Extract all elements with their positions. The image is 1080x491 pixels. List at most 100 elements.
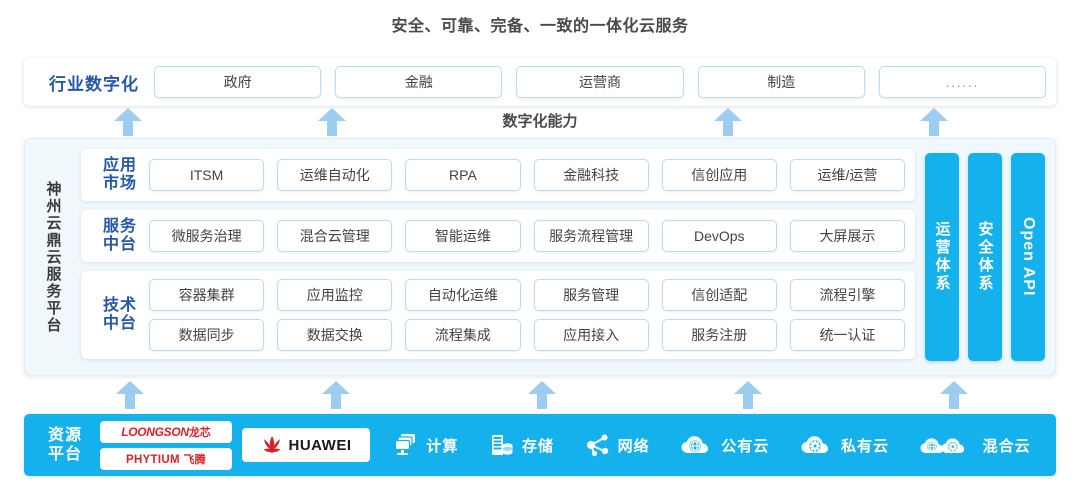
platform-row-label-app-market: 应用 市场 <box>91 157 149 194</box>
resource-item-hybrid-cloud[interactable]: 混合云 <box>920 433 1031 457</box>
capability-cell-rpa[interactable]: RPA <box>405 159 521 191</box>
loongson-logo: LOONGSON龙芯 <box>100 420 232 443</box>
capability-cell-ops-automation[interactable]: 运维自动化 <box>277 159 393 191</box>
industry-cell-manufacturing[interactable]: 制造 <box>697 66 865 98</box>
capability-cell-container-cluster[interactable]: 容器集群 <box>149 279 265 311</box>
loongson-logo-text: LOONGSON龙芯 <box>121 424 211 439</box>
phytium-logo-text: PHYTIUM 飞腾 <box>126 453 206 466</box>
resource-item-private-cloud[interactable]: 私有云 <box>800 433 889 457</box>
capability-cell-service-process-mgmt[interactable]: 服务流程管理 <box>533 220 649 252</box>
arrow-strip-bottom <box>0 381 1080 411</box>
up-arrow-icon <box>116 381 144 409</box>
capability-cell-intelligent-ops[interactable]: 智能运维 <box>405 220 521 252</box>
industry-cell-finance[interactable]: 金融 <box>335 66 503 98</box>
resource-item-label: 私有云 <box>840 437 889 455</box>
resource-item-label: 混合云 <box>982 437 1031 455</box>
up-arrow-icon <box>734 381 762 409</box>
row-label-line-2: 市场 <box>102 175 137 192</box>
side-column-open-api[interactable]: Open API <box>1011 153 1045 361</box>
capability-cell-xinchuang-app[interactable]: 信创应用 <box>661 159 777 191</box>
capability-cell-service-registry[interactable]: 服务注册 <box>661 319 777 351</box>
resource-item-compute[interactable]: 计算 <box>393 432 458 458</box>
public-cloud-icon <box>681 436 709 453</box>
capability-cell-data-exchange[interactable]: 数据交换 <box>277 319 393 351</box>
side-column-security-system[interactable]: 安全体系 <box>968 153 1002 361</box>
row-label-line-2: 中台 <box>102 315 137 332</box>
up-arrow-icon <box>322 381 350 409</box>
resource-label-line-2: 平台 <box>47 446 82 463</box>
capability-cell-process-integration[interactable]: 流程集成 <box>405 319 521 351</box>
platform-row-tech-midend: 技术 中台 容器集群 应用监控 自动化运维 服务管理 信创适配 流程引擎 <box>81 271 915 359</box>
row-label-line-2: 中台 <box>102 236 137 253</box>
platform-row-cells: 容器集群 应用监控 自动化运维 服务管理 信创适配 流程引擎 数据同步 数据交换… <box>149 279 906 351</box>
platform-row-cells: ITSM 运维自动化 RPA 金融科技 信创应用 运维/运营 <box>149 159 906 191</box>
resource-label-line-1: 资源 <box>47 426 82 444</box>
industry-cell-more[interactable]: ...... <box>878 66 1047 98</box>
resource-platform-bar: 资源 平台 LOONGSON龙芯 PHYTIUM 飞腾 HUAWEI <box>24 414 1056 476</box>
side-column-operations-system[interactable]: 运营体系 <box>925 153 959 361</box>
platform-body: 应用 市场 ITSM 运维自动化 RPA 金融科技 信创应用 运维/运营 <box>81 139 1055 375</box>
capability-cell-microservice-governance[interactable]: 微服务治理 <box>149 220 265 252</box>
industry-band-label: 行业数字化 <box>49 74 139 94</box>
platform-row-label-service-midend: 服务 中台 <box>91 218 149 255</box>
row-label-line-1: 服务 <box>102 217 137 235</box>
resource-item-label: 计算 <box>426 437 459 455</box>
up-arrow-icon <box>318 108 346 136</box>
compute-icon <box>395 434 416 455</box>
storage-icon <box>491 435 513 455</box>
industry-cell-operator[interactable]: 运营商 <box>516 66 684 98</box>
resource-item-label: 存储 <box>521 437 554 455</box>
huawei-flower-icon <box>263 436 280 454</box>
huawei-logo-text: HUAWEI <box>288 436 352 454</box>
platform-panel: 神州云鼎云服务平台 应用 市场 ITSM 运维自动化 RPA 金融科技 <box>24 138 1056 376</box>
resource-item-network[interactable]: 网络 <box>585 432 650 458</box>
capability-cell-automated-ops[interactable]: 自动化运维 <box>405 279 521 311</box>
industry-cell-list: 政府 金融 运营商 制造 ...... <box>154 66 1047 98</box>
up-arrow-icon <box>714 108 742 136</box>
capability-cell-app-monitoring[interactable]: 应用监控 <box>277 279 393 311</box>
capability-cell-devops[interactable]: DevOps <box>661 220 777 252</box>
hybrid-cloud-icon <box>920 438 964 453</box>
cell-line: 微服务治理 混合云管理 智能运维 服务流程管理 DevOps 大屏展示 <box>149 220 906 252</box>
row-label-line-1: 技术 <box>102 296 137 314</box>
arrow-strip-top <box>0 108 1080 138</box>
capability-cell-xinchuang-adaptation[interactable]: 信创适配 <box>661 279 777 311</box>
capability-cell-ops-operation[interactable]: 运维/运营 <box>789 159 906 191</box>
up-arrow-icon <box>940 381 968 409</box>
page-title: 安全、可靠、完备、一致的一体化云服务 <box>391 18 689 35</box>
resource-item-label: 公有云 <box>721 437 770 455</box>
network-icon <box>586 434 608 457</box>
resource-item-public-cloud[interactable]: 公有云 <box>680 433 769 457</box>
capability-cell-itsm[interactable]: ITSM <box>149 159 265 191</box>
capability-cell-hybrid-cloud-mgmt[interactable]: 混合云管理 <box>277 220 393 252</box>
up-arrow-icon <box>114 108 142 136</box>
platform-row-label-tech-midend: 技术 中台 <box>91 297 149 334</box>
platform-row-cells: 微服务治理 混合云管理 智能运维 服务流程管理 DevOps 大屏展示 <box>149 220 906 252</box>
cell-line: ITSM 运维自动化 RPA 金融科技 信创应用 运维/运营 <box>149 159 906 191</box>
capability-cell-service-mgmt[interactable]: 服务管理 <box>533 279 649 311</box>
capability-cell-data-sync[interactable]: 数据同步 <box>149 319 265 351</box>
resource-platform-label: 资源 平台 <box>34 426 96 464</box>
capability-cell-large-screen-display[interactable]: 大屏展示 <box>789 220 906 252</box>
capability-cell-process-engine[interactable]: 流程引擎 <box>789 279 906 311</box>
capability-cell-app-access[interactable]: 应用接入 <box>533 319 649 351</box>
capability-label: 数字化能力 <box>502 113 578 130</box>
chip-vendor-logo-stack: LOONGSON龙芯 PHYTIUM 飞腾 <box>100 420 232 470</box>
capability-cell-unified-auth[interactable]: 统一认证 <box>789 319 906 351</box>
capability-cell-fintech[interactable]: 金融科技 <box>533 159 649 191</box>
platform-row-service-midend: 服务 中台 微服务治理 混合云管理 智能运维 服务流程管理 DevOps 大屏展… <box>81 210 915 262</box>
resource-item-list: 计算 存储 <box>378 432 1046 458</box>
cell-line: 容器集群 应用监控 自动化运维 服务管理 信创适配 流程引擎 <box>149 279 906 311</box>
up-arrow-icon <box>528 381 556 409</box>
platform-row-app-market: 应用 市场 ITSM 运维自动化 RPA 金融科技 信创应用 运维/运营 <box>81 149 915 201</box>
platform-vertical-label: 神州云鼎云服务平台 <box>44 180 62 334</box>
huawei-logo: HUAWEI <box>242 428 370 462</box>
resource-item-storage[interactable]: 存储 <box>489 432 554 458</box>
private-cloud-icon <box>801 436 828 453</box>
phytium-logo: PHYTIUM 飞腾 <box>100 447 232 470</box>
industry-band: 行业数字化 政府 金融 运营商 制造 ...... <box>24 58 1056 106</box>
industry-cell-government[interactable]: 政府 <box>154 66 322 98</box>
up-arrow-icon <box>920 108 948 136</box>
platform-side-columns: 运营体系 安全体系 Open API <box>925 149 1045 365</box>
